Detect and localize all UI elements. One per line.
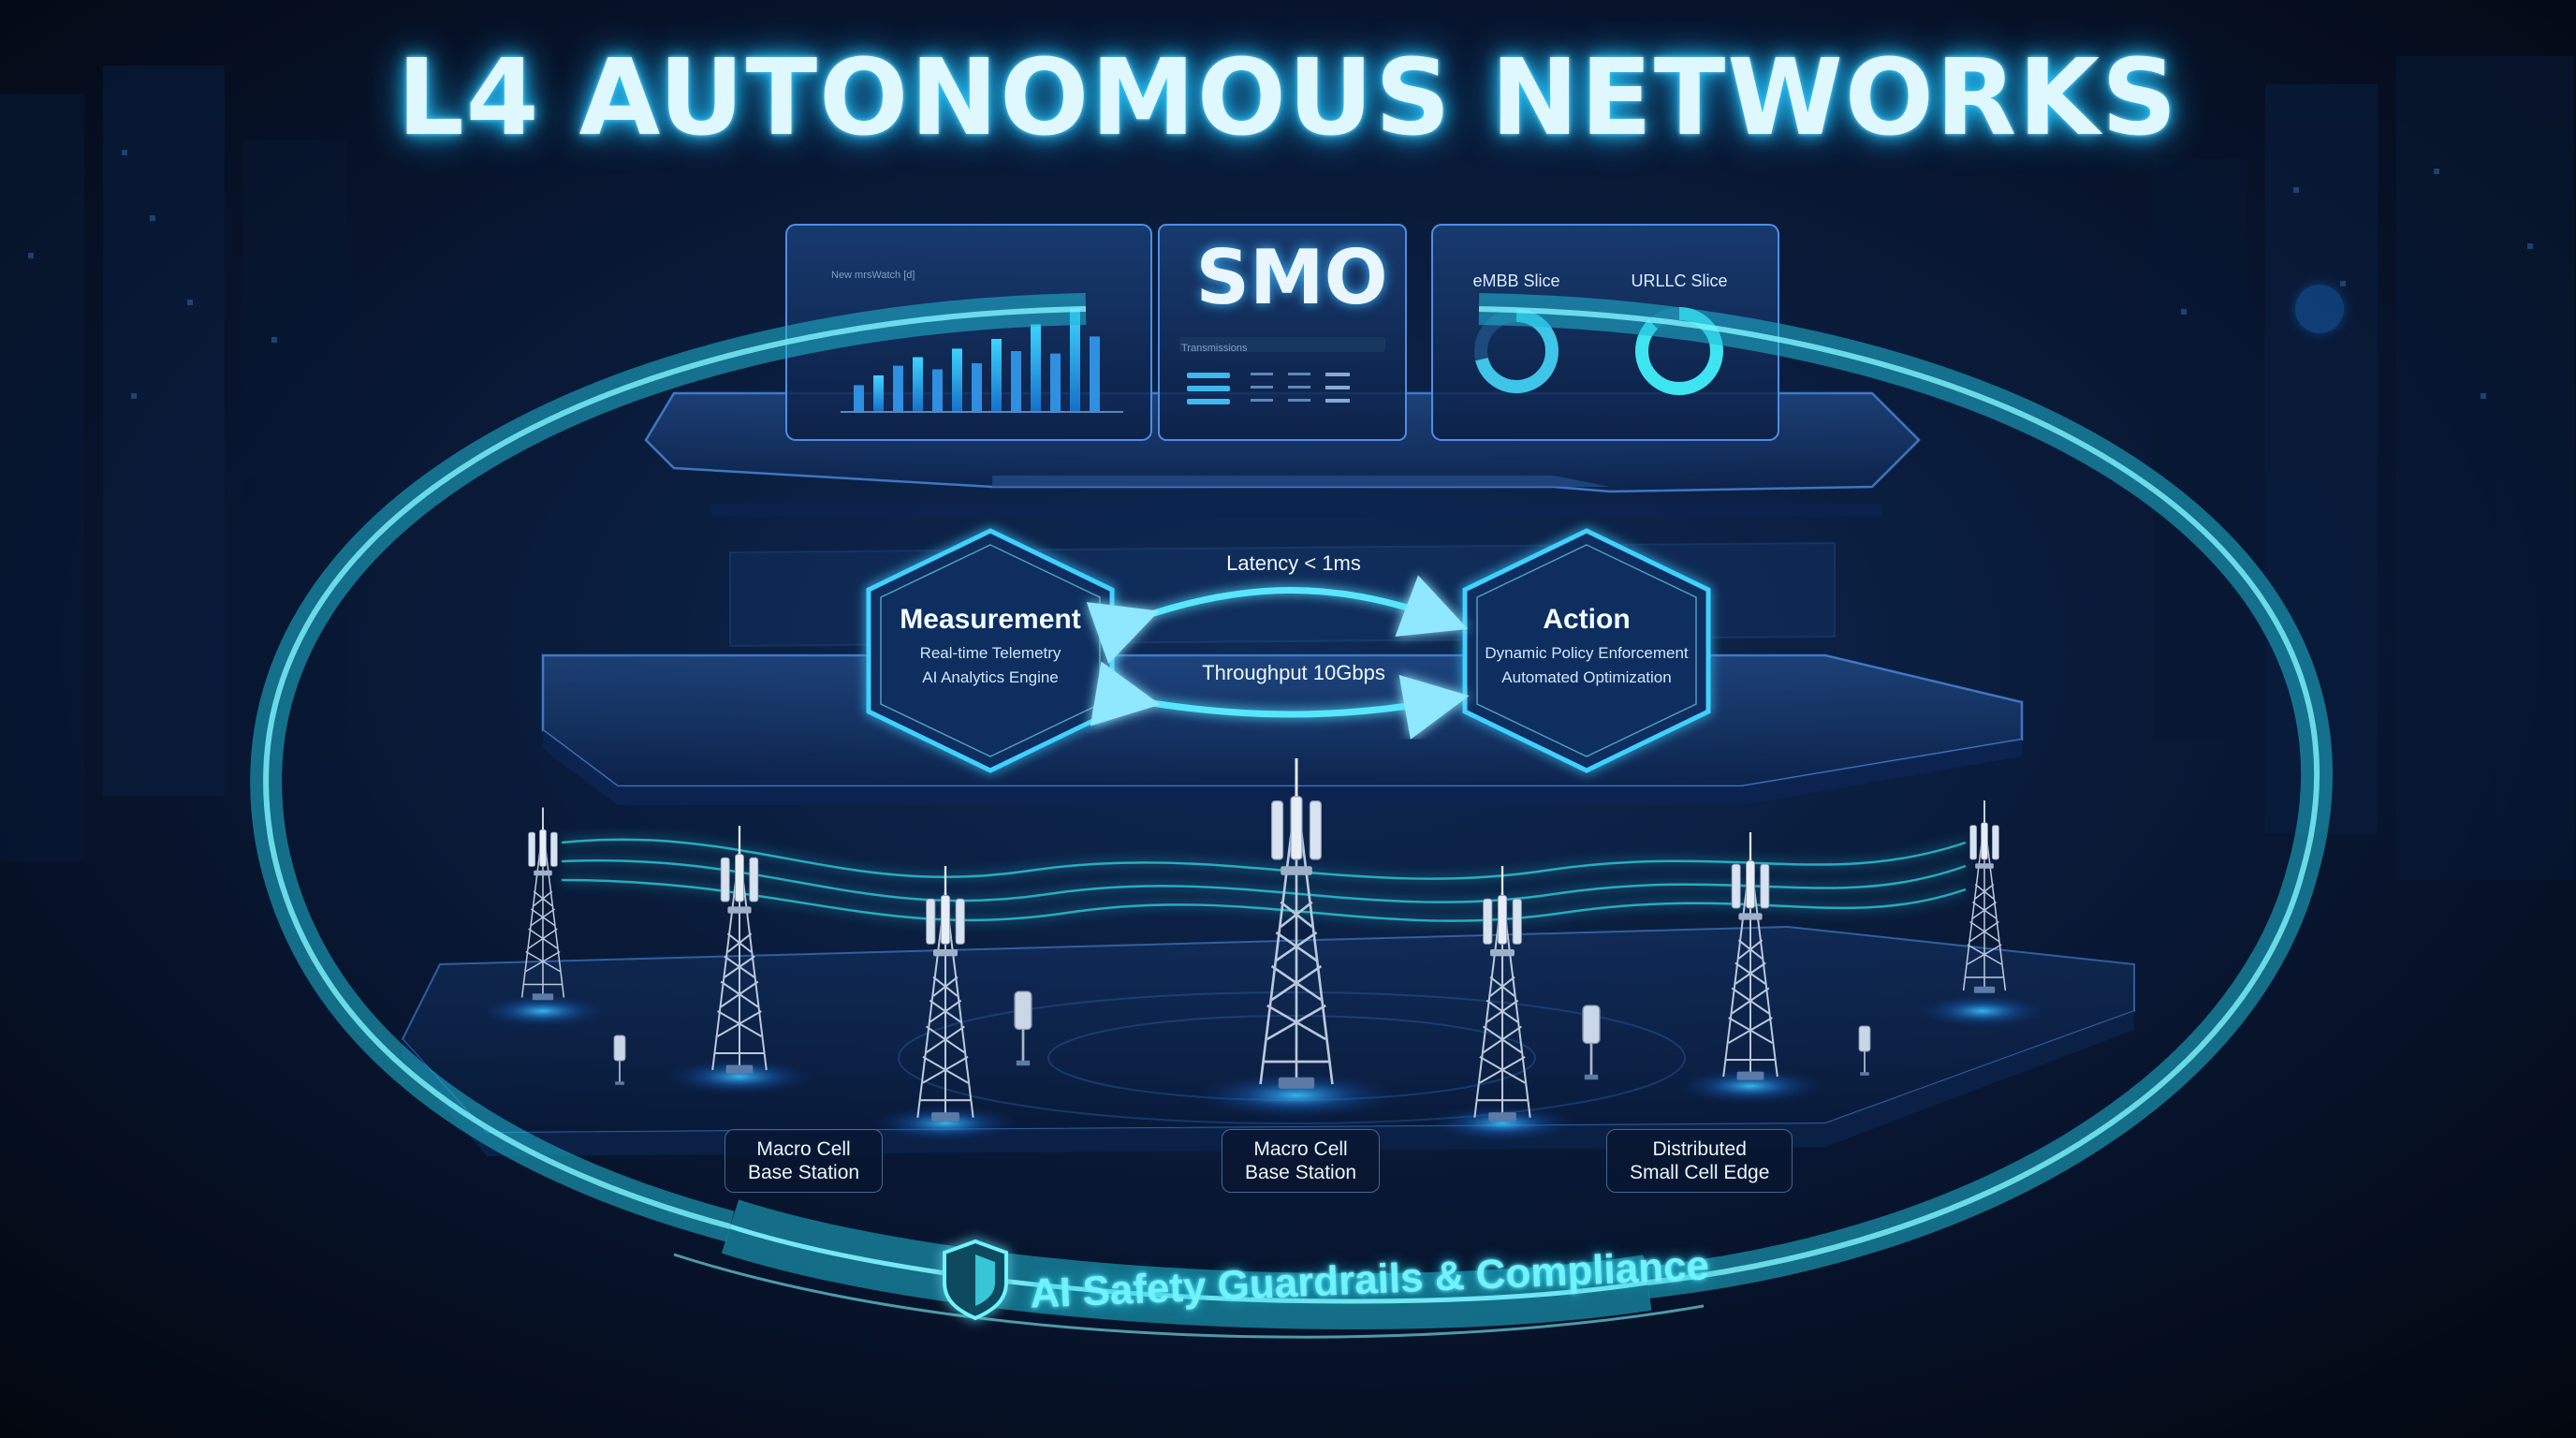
cell-towers bbox=[477, 758, 2048, 1142]
smo-table-caption: Transmissions bbox=[1181, 343, 1248, 354]
smo-bar bbox=[1070, 308, 1080, 412]
smo-bar bbox=[952, 348, 962, 412]
tower-label-macro-left: Macro Cell Base Station bbox=[724, 1129, 884, 1193]
tower-pads bbox=[477, 994, 2048, 1142]
page-title: L4 AUTONOMOUS NETWORKS bbox=[397, 37, 2179, 159]
urllc-slice-label: URLLC Slice bbox=[1631, 271, 1728, 290]
smo-bar bbox=[1011, 351, 1021, 412]
smo-bar bbox=[854, 385, 864, 412]
bidirectional-arrow-icon bbox=[1086, 575, 1470, 740]
smo-bar bbox=[991, 339, 1002, 412]
tower-label-small-cell: Distributed Small Cell Edge bbox=[1606, 1129, 1793, 1193]
action-title: Action bbox=[1543, 604, 1631, 635]
action-line-2: Automated Optimization bbox=[1501, 668, 1672, 686]
smo-chart-caption: New mrsWatch [d] bbox=[831, 270, 915, 281]
smo-bar bbox=[1050, 353, 1061, 412]
guardrail-ring bbox=[250, 293, 2334, 1339]
smo-bar bbox=[873, 375, 884, 412]
smo-bar bbox=[932, 369, 943, 412]
latency-label: Latency < 1ms bbox=[1226, 551, 1361, 575]
ran-floor bbox=[401, 925, 2135, 1156]
measurement-line-2: AI Analytics Engine bbox=[922, 668, 1059, 686]
action-line-1: Dynamic Policy Enforcement bbox=[1485, 644, 1689, 662]
smo-bar bbox=[972, 363, 982, 412]
bar-chart-icon bbox=[841, 308, 1123, 413]
smo-label: SMO bbox=[1195, 234, 1388, 321]
smo-table bbox=[1179, 337, 1385, 404]
measurement-line-1: Real-time Telemetry bbox=[919, 644, 1061, 662]
smo-bar bbox=[1031, 324, 1041, 412]
smo-bar bbox=[913, 357, 923, 412]
throughput-label: Throughput 10Gbps bbox=[1202, 661, 1385, 684]
tower-label-macro-center: Macro Cell Base Station bbox=[1222, 1129, 1381, 1193]
smo-dashboard bbox=[785, 224, 1779, 441]
measurement-title: Measurement bbox=[900, 604, 1081, 635]
embb-slice-label: eMBB Slice bbox=[1472, 271, 1560, 290]
smo-bar bbox=[893, 365, 903, 412]
smo-bar bbox=[1090, 336, 1100, 412]
shield-icon bbox=[943, 1239, 1008, 1321]
